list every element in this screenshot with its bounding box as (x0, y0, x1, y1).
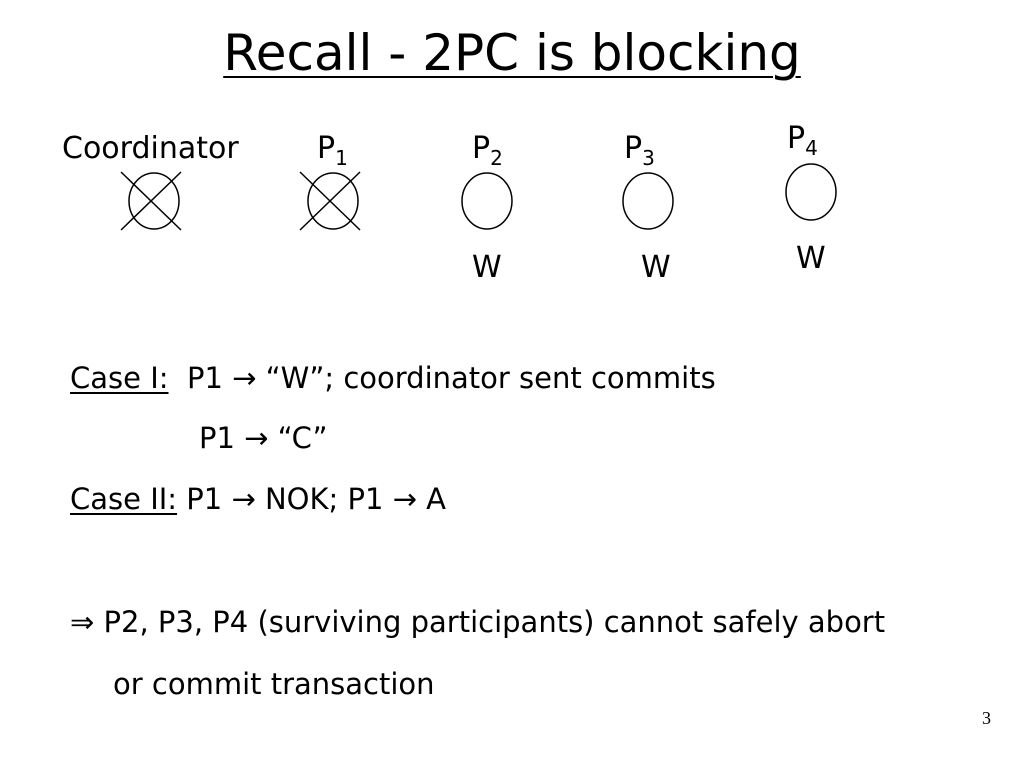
page-number: 3 (982, 708, 991, 728)
participant-label-p3: P3 (624, 131, 655, 170)
case-2-text: P1 → NOK; P1 → A (186, 482, 447, 516)
conclusion-text-1: P2, P3, P4 (surviving participants) cann… (103, 605, 886, 639)
conclusion-line-1: ⇒ P2, P3, P4 (surviving participants) ca… (70, 605, 885, 639)
state-label-p2: W (472, 250, 502, 285)
participant-node-p2 (461, 172, 513, 230)
case-2-line: Case II: P1 → NOK; P1 → A (70, 482, 446, 516)
participant-label-p4: P4 (787, 121, 818, 160)
case-1-label: Case I: (70, 361, 169, 395)
case-1-text: P1 → “W”; coordinator sent commits (186, 361, 716, 395)
participant-label-p2: P2 (472, 131, 503, 170)
state-label-p3: W (641, 250, 671, 285)
failed-cross-icon (120, 171, 182, 231)
implies-arrow-icon: ⇒ (70, 605, 95, 639)
case-1-line-1: Case I: P1 → “W”; coordinator sent commi… (70, 361, 716, 395)
participant-node-p1 (299, 171, 361, 231)
conclusion-line-2: or commit transaction (113, 667, 435, 701)
coordinator-node (120, 171, 182, 231)
participant-node-p3 (622, 172, 674, 230)
case-2-label: Case II: (70, 482, 178, 516)
slide-title: Recall - 2PC is blocking (223, 24, 801, 82)
failed-cross-icon (299, 171, 361, 231)
coordinator-label: Coordinator (62, 131, 239, 166)
participant-label-p1: P1 (317, 131, 348, 170)
participant-node-p4 (785, 163, 837, 221)
state-label-p4: W (796, 241, 826, 276)
case-1-line-2: P1 → “C” (199, 421, 328, 455)
